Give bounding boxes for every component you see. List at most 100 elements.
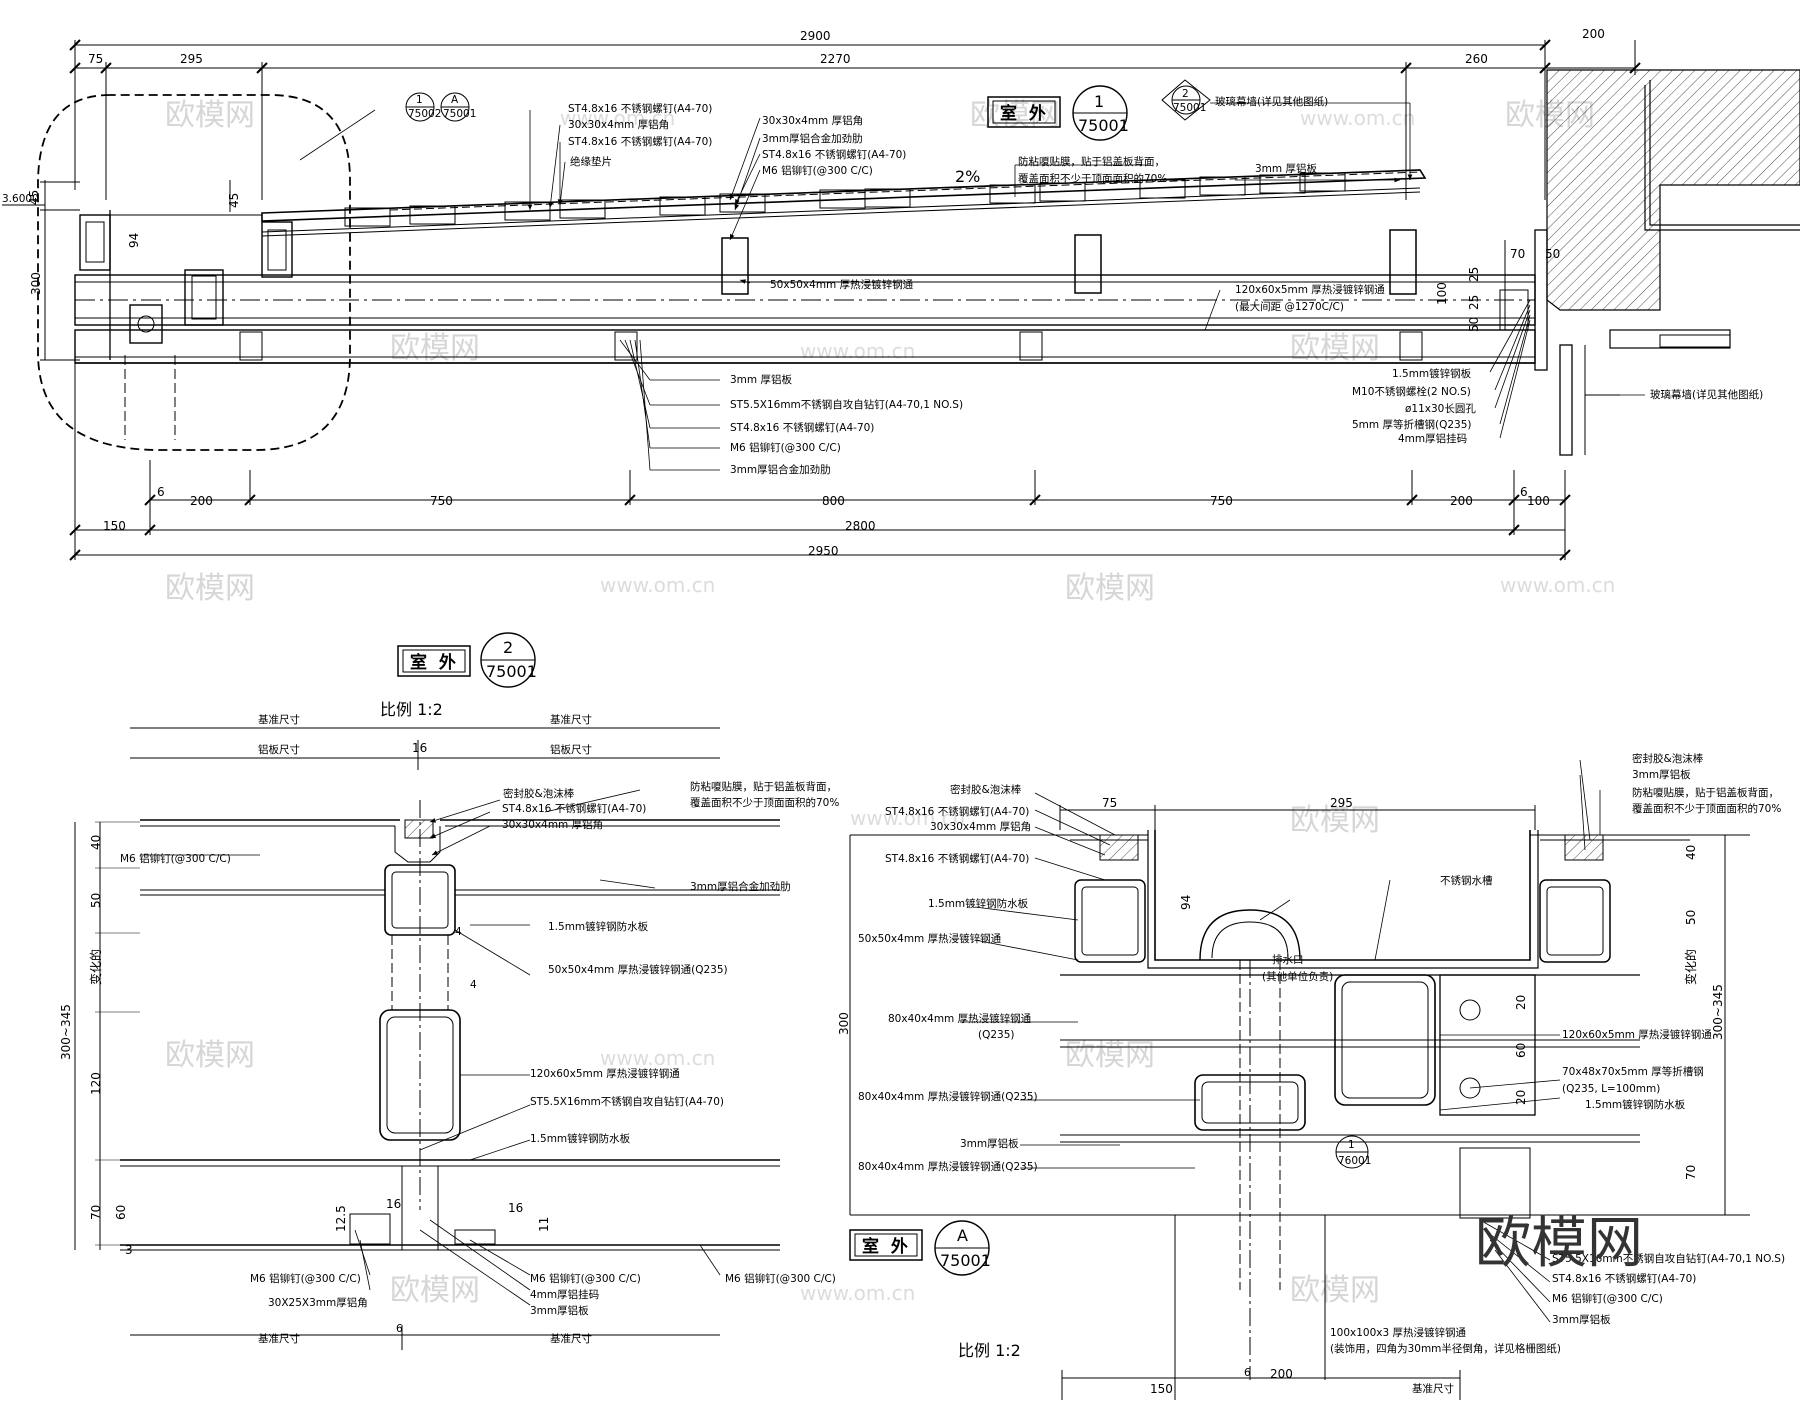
annotation: ST4.8x16 不锈钢螺钉(A4-70) — [1552, 1272, 1696, 1285]
annotation: 3mm厚铝合金加劲肋 — [730, 463, 831, 476]
annotation: 密封胶&泡沫棒 — [1632, 752, 1704, 765]
dim-text: 200 — [1582, 27, 1605, 41]
watermark: 欧模网 — [390, 331, 480, 366]
dim-text: 800 — [822, 494, 845, 508]
annotation: 3mm厚铝板 — [530, 1304, 589, 1317]
dim-text: 40 — [89, 835, 103, 850]
top-bottom-dimensions: 6 150 200 750 800 750 200 6 100 2800 295… — [103, 485, 1550, 558]
dim-text: 50 — [1684, 910, 1698, 925]
watermark: 欧模网 — [1065, 571, 1155, 606]
watermark: www.om.cn — [600, 1046, 715, 1070]
outdoor-label: 室 外 — [410, 652, 459, 673]
annotation: 30x30x4mm 厚铝角 — [568, 118, 669, 131]
watermark: 欧模网 — [1290, 1273, 1380, 1308]
annotation: M6 铝铆钉(@300 C/C) — [250, 1272, 361, 1285]
dim-text: 25 — [1467, 267, 1481, 282]
watermark: 欧模网 — [165, 98, 255, 133]
dim-text: 40 — [1684, 845, 1698, 860]
dim-text: 2950 — [808, 544, 839, 558]
watermark: www.om.cn — [800, 339, 915, 363]
dim-text: 45 — [227, 193, 241, 208]
annotation: 防粘嗄贴膜，贴于铝盖板背面， — [1632, 786, 1779, 799]
section-ref: 75001 — [940, 1251, 991, 1270]
dim-text: 16 — [386, 1197, 401, 1211]
weld-mark: 4 — [470, 979, 477, 991]
top-dimensions: 2900 75 295 2270 260 200 45 45 94 300 3.… — [2, 27, 1605, 332]
callout-ref: 75002 — [408, 108, 441, 120]
annotation: M10不锈钢螺栓(2 NO.S) — [1352, 385, 1471, 398]
dim-text: 750 — [1210, 494, 1233, 508]
annotation: 1.5mm镀锌钢防水板 — [530, 1132, 631, 1145]
annotation: 3mm厚铝板 — [960, 1137, 1019, 1150]
annotation: 4mm厚铝挂码 — [1398, 432, 1467, 445]
annotation: (装饰用，四角为30mm半径倒角，详见格栅图纸) — [1330, 1342, 1561, 1355]
annotation: ST4.8x16 不锈钢螺钉(A4-70) — [762, 148, 906, 161]
bottom-left-section — [74, 632, 780, 1350]
annotation: 80x40x4mm 厚热浸镀锌钢通(Q235) — [858, 1160, 1038, 1173]
dim-text: 50 — [1545, 247, 1560, 261]
annotation: 30x30x4mm 厚铝角 — [762, 114, 863, 127]
annotation: M6 铝铆钉(@300 C/C) — [120, 852, 231, 865]
watermark: 欧模网 — [165, 571, 255, 606]
dim-text: 变化的 — [1683, 949, 1698, 985]
dim-text: 300~345 — [59, 1004, 73, 1060]
annotation: 1.5mm镀锌钢防水板 — [1585, 1098, 1686, 1111]
dim-text: 变化的 — [88, 949, 103, 985]
watermark: 欧模网 — [1290, 331, 1380, 366]
dim-text: 16 — [508, 1201, 523, 1215]
annotation: ST5.5X16mm不锈钢自攻自钻钉(A4-70) — [530, 1095, 724, 1108]
bottom-left-text: 室 外 2 75001 比例 1:2 基准尺寸 基准尺寸 铝板尺寸 铝板尺寸 1… — [59, 638, 839, 1345]
dim-text: 20 — [1514, 1090, 1528, 1105]
dim-text: 11 — [537, 1217, 551, 1232]
dim-text: 45 — [27, 190, 41, 205]
section-ref: 75001 — [1078, 116, 1129, 135]
section-num: 2 — [503, 638, 513, 657]
annotation: 4mm厚铝挂码 — [530, 1288, 599, 1301]
dim-text: 200 — [190, 494, 213, 508]
dim-text: 295 — [1330, 796, 1353, 810]
dim-text: 16 — [412, 741, 427, 755]
section-num: 2 — [1182, 88, 1189, 100]
annotation: 5mm 厚等折槽钢(Q235) — [1352, 418, 1471, 431]
outdoor-label: 室 外 — [1000, 103, 1049, 124]
scale-label: 比例 1:2 — [380, 700, 443, 719]
dim-text: 100 — [1435, 282, 1449, 305]
section-num: 1 — [1094, 92, 1104, 111]
annotation: M6 铝铆钉(@300 C/C) — [762, 164, 873, 177]
dim-text: 2800 — [845, 519, 876, 533]
dim-text: 120 — [89, 1072, 103, 1095]
annotation: 密封胶&泡沫棒 — [950, 783, 1022, 796]
callout-num: A — [451, 94, 459, 106]
top-annotations: 2% ST4.8x16 不锈钢螺钉(A4-70) 30x30x4mm 厚铝角 S… — [568, 95, 1763, 476]
dim-text: 75 — [88, 52, 103, 66]
annotation: (Q235, L=100mm) — [1562, 1083, 1660, 1095]
dim-text: 260 — [1465, 52, 1488, 66]
dim-text: 3 — [125, 1243, 133, 1257]
watermark: www.om.cn — [1500, 573, 1615, 597]
annotation: 防粘嗄贴膜，贴于铝盖板背面， — [690, 780, 837, 793]
annotation: 覆盖面积不少于顶面面积的70% — [1632, 802, 1781, 815]
top-section — [2, 39, 1800, 561]
elevation-mark: 3.6000 — [2, 193, 39, 205]
annotation: 100x100x3 厚热浸镀锌钢通 — [1330, 1326, 1467, 1339]
watermark: www.om.cn — [800, 1281, 915, 1305]
annotation: 70x48x70x5mm 厚等折槽钢 — [1562, 1065, 1704, 1078]
watermark: 欧模网 — [1290, 803, 1380, 838]
dim-text: 70 — [1684, 1165, 1698, 1180]
annotation: (Q235) — [978, 1029, 1015, 1041]
annotation: ST5.5X16mm不锈钢自攻自钻钉(A4-70,1 NO.S) — [730, 398, 963, 411]
section-num: A — [957, 1226, 968, 1245]
callout-num: 1 — [1348, 1139, 1355, 1151]
dim-text: 200 — [1270, 1367, 1293, 1381]
dim-text: 60 — [114, 1205, 128, 1220]
annotation: 80x40x4mm 厚热浸镀锌钢通(Q235) — [858, 1090, 1038, 1103]
dim-text: 300 — [29, 272, 43, 295]
weld-mark: 4 — [455, 926, 462, 938]
annotation: 30X25X3mm厚铝角 — [268, 1296, 368, 1309]
annotation: 120x60x5mm 厚热浸镀锌钢通 — [1235, 283, 1385, 296]
annotation: M6 铝铆钉(@300 C/C) — [725, 1272, 836, 1285]
brand-watermark: 欧模网 — [1475, 1211, 1643, 1276]
annotation: ST4.8x16 不锈钢螺钉(A4-70) — [885, 852, 1029, 865]
annotation: 3mm厚铝板 — [1552, 1313, 1611, 1326]
